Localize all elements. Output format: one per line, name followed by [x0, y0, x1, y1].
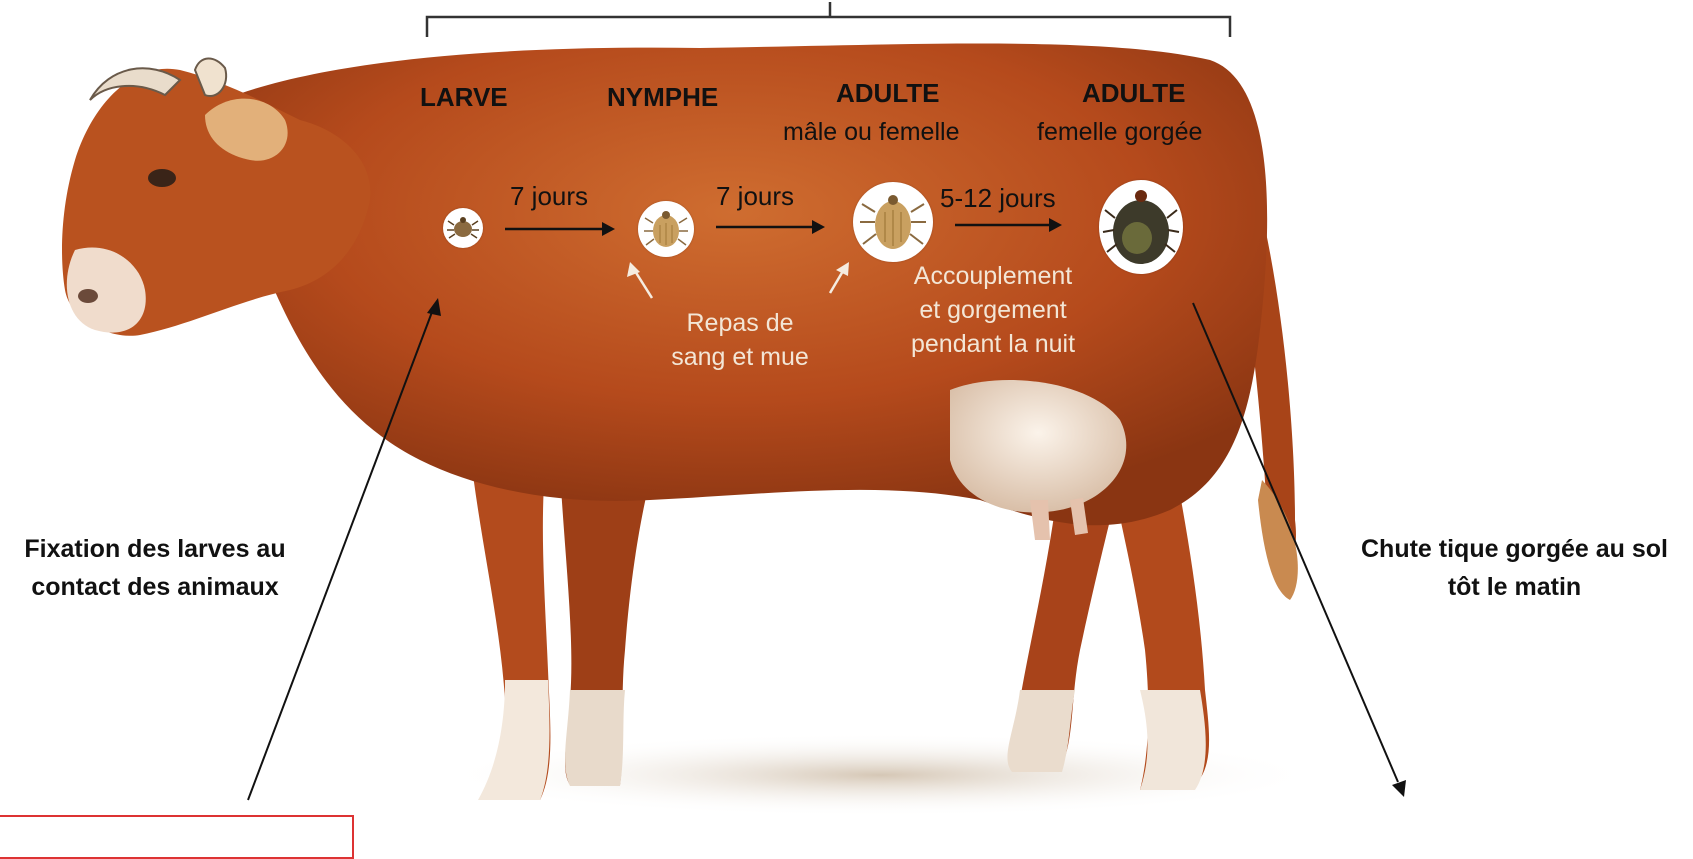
stage-label-engorged: ADULTE: [1082, 78, 1186, 109]
stage-sub-adult: mâle ou femelle: [783, 118, 959, 147]
mating-line-1: Accouplement: [888, 259, 1098, 293]
duration-adult-engorged: 5-12 jours: [940, 183, 1056, 214]
cow-front-hoof-far: [565, 690, 625, 786]
mating-line-2: et gorgement: [888, 293, 1098, 327]
red-outline-box: [0, 815, 354, 859]
drop-arrow-head: [1392, 780, 1406, 797]
nymph-tick-icon: [638, 201, 694, 257]
right-caption-line-1: Chute tique gorgée au sol: [1342, 530, 1687, 568]
left-caption-line-2: contact des animaux: [10, 568, 300, 606]
blood-meal-note: Repas de sang et mue: [660, 306, 820, 374]
duration-nymph-adult: 7 jours: [716, 181, 794, 212]
engorged-tick: [1099, 180, 1183, 274]
engorged-tick-icon: [1099, 180, 1183, 274]
cow-nostril: [78, 289, 98, 303]
cow-eye: [148, 169, 176, 187]
larva-tick-icon: [443, 208, 483, 248]
tick-drop-caption: Chute tique gorgée au sol tôt le matin: [1342, 530, 1687, 606]
larva-tick: [443, 208, 483, 248]
blood-meal-line-2: sang et mue: [660, 340, 820, 374]
duration-larva-nymph: 7 jours: [510, 181, 588, 212]
right-caption-line-2: tôt le matin: [1342, 568, 1687, 606]
larva-attachment-caption: Fixation des larves au contact des anima…: [10, 530, 300, 606]
adult-tick-icon: [853, 182, 933, 262]
adult-tick: [853, 182, 933, 262]
tick-lifecycle-diagram: LARVE NYMPHE ADULTE mâle ou femelle ADUL…: [0, 0, 1693, 829]
cow-back-hoof-far: [1007, 690, 1075, 772]
cow-front-hoof-near: [478, 680, 550, 800]
stage-label-nymph: NYMPHE: [607, 82, 718, 113]
mating-note: Accouplement et gorgement pendant la nui…: [888, 259, 1098, 361]
stage-label-adult: ADULTE: [836, 78, 940, 109]
nymph-tick: [638, 201, 694, 257]
blood-meal-line-1: Repas de: [660, 306, 820, 340]
left-caption-line-1: Fixation des larves au: [10, 530, 300, 568]
stage-sub-engorged: femelle gorgée: [1037, 118, 1202, 147]
stage-brace: [427, 2, 1230, 37]
mating-line-3: pendant la nuit: [888, 327, 1098, 361]
stage-label-larva: LARVE: [420, 82, 508, 113]
cow-back-hoof-near: [1140, 690, 1206, 790]
